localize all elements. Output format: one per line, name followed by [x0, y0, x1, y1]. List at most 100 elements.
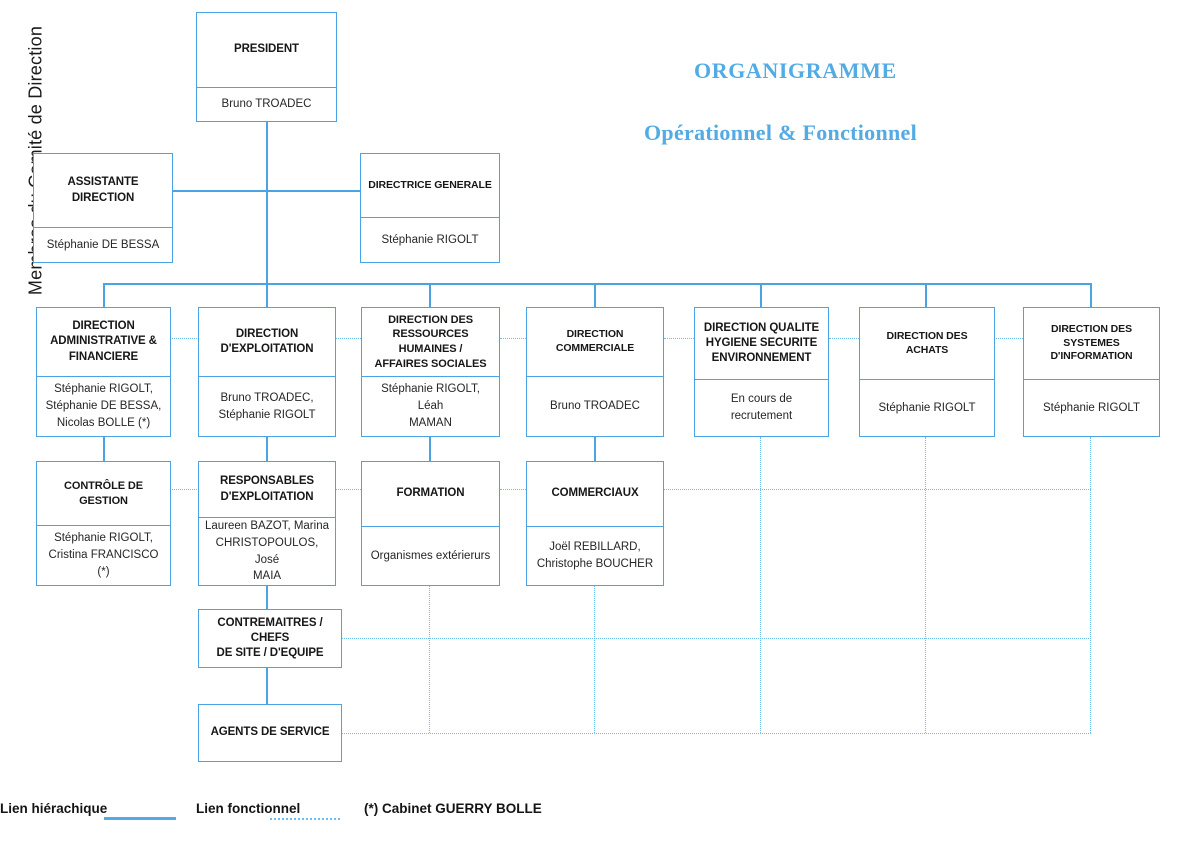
node-achats-title: DIRECTION DES ACHATS: [886, 329, 968, 356]
node-responsables-name: Laureen BAZOT, Marina CHRISTOPOULOS, Jos…: [199, 517, 335, 585]
functional-link-controle-responsables: [170, 489, 199, 490]
connector-drop-achats: [925, 283, 927, 307]
node-assistante-title-line1: ASSISTANTE: [67, 176, 139, 189]
node-exploitation-name-line2: Stéphanie RIGOLT: [218, 408, 316, 421]
node-agents-title: AGENTS DE SERVICE: [210, 726, 330, 739]
connector-exploitation-responsables: [266, 437, 268, 461]
legend-swatch-solid-line: [104, 817, 176, 820]
connector-drop-commerciale: [594, 283, 596, 307]
node-responsables-name-line3: MAIA: [252, 570, 282, 583]
node-exploitation-title: DIRECTION D'EXPLOITATION: [199, 308, 335, 376]
node-formation-title: FORMATION: [396, 487, 465, 500]
functional-link-commerciaux-grid: [664, 489, 1091, 490]
connector-contremaitres-agents: [266, 668, 268, 704]
node-controle-gestion-name: Stéphanie RIGOLT, Cristina FRANCISCO (*): [37, 525, 170, 585]
node-direction-ressources-humaines[interactable]: DIRECTION DES RESSOURCES HUMAINES / AFFA…: [361, 307, 500, 437]
functional-link-agents-grid: [342, 733, 1091, 734]
functional-link-achats-dsi: [994, 338, 1023, 339]
node-direction-achats[interactable]: DIRECTION DES ACHATS Stéphanie RIGOLT: [859, 307, 995, 437]
functional-vline-qhse: [760, 437, 761, 733]
node-contremaitres-title-line2: DE SITE / D'EQUIPE: [216, 647, 324, 660]
node-agents-de-service[interactable]: AGENTS DE SERVICE: [198, 704, 342, 762]
node-directrice-generale-title: DIRECTRICE GENERALE: [368, 178, 492, 191]
node-commerciaux-name-line1: Joël REBILLARD,: [549, 541, 641, 554]
node-direction-qhse[interactable]: DIRECTION QUALITE HYGIENE SECURITE ENVIR…: [694, 307, 829, 437]
connector-drop-daf: [103, 283, 105, 307]
node-qhse-title: DIRECTION QUALITE HYGIENE SECURITE ENVIR…: [695, 308, 828, 379]
functional-link-daf-exploitation: [170, 338, 199, 339]
node-qhse-name: En cours de recrutement: [695, 379, 828, 436]
node-dsi-name: Stéphanie RIGOLT: [1024, 379, 1159, 436]
connector-president-stem: [266, 122, 268, 284]
node-daf-name-line2: Stéphanie DE BESSA,: [45, 400, 162, 413]
node-daf-title-line2: ADMINISTRATIVE &: [50, 335, 157, 348]
node-controle-gestion-name-line1: Stéphanie RIGOLT,: [54, 532, 153, 545]
connector-drop-exploitation: [266, 283, 268, 307]
functional-vline-dsi: [1090, 437, 1091, 733]
functional-link-exploitation-drh: [336, 338, 361, 339]
node-president-name: Bruno TROADEC: [197, 87, 336, 121]
legend-label-hierarchique: Lien hiérachique: [0, 801, 108, 816]
node-president-title: PRESIDENT: [234, 43, 299, 56]
node-assistante-title-line2: DIRECTION: [71, 191, 135, 204]
node-responsables-name-line1: Laureen BAZOT, Marina: [204, 520, 329, 533]
node-drh-title: DIRECTION DES RESSOURCES HUMAINES / AFFA…: [362, 308, 499, 376]
node-directrice-generale-name: Stéphanie RIGOLT: [361, 217, 499, 262]
functional-vline-commerciaux: [594, 586, 595, 733]
node-drh-title-line3: AFFAIRES SOCIALES: [374, 357, 487, 370]
node-qhse-title-line3: ENVIRONNEMENT: [711, 352, 812, 365]
node-achats-name: Stéphanie RIGOLT: [860, 379, 994, 436]
connector-drop-drh: [429, 283, 431, 307]
functional-vline-achats: [925, 437, 926, 733]
node-exploitation-name-line1: Bruno TROADEC,: [220, 391, 314, 404]
node-formation-name: Organismes extérierurs: [362, 526, 499, 585]
node-commerciaux[interactable]: COMMERCIAUX Joël REBILLARD, Christophe B…: [526, 461, 664, 586]
functional-link-responsables-formation: [336, 489, 361, 490]
node-controle-gestion-name-line2: Cristina FRANCISCO (*): [48, 549, 159, 578]
node-drh-name-line1: Stéphanie RIGOLT, Léah: [381, 383, 480, 413]
page-subtitle: Opérationnel & Fonctionnel: [644, 120, 918, 145]
node-daf-title-line1: DIRECTION: [72, 320, 135, 333]
node-exploitation-title-line1: DIRECTION: [235, 327, 299, 340]
node-drh-title-line1: DIRECTION DES: [388, 313, 473, 326]
node-direction-exploitation[interactable]: DIRECTION D'EXPLOITATION Bruno TROADEC, …: [198, 307, 336, 437]
node-direction-administrative-financiere[interactable]: DIRECTION ADMINISTRATIVE & FINANCIERE St…: [36, 307, 171, 437]
node-formation[interactable]: FORMATION Organismes extérierurs: [361, 461, 500, 586]
node-commerciaux-title: COMMERCIAUX: [551, 487, 639, 500]
node-exploitation-title-line2: D'EXPLOITATION: [220, 343, 314, 355]
node-drh-name: Stéphanie RIGOLT, Léah MAMAN: [362, 376, 499, 436]
node-drh-title-line2: RESSOURCES HUMAINES /: [392, 328, 469, 355]
node-daf-name-line3: Nicolas BOLLE (*): [56, 416, 151, 429]
node-responsables-title: RESPONSABLES D'EXPLOITATION: [199, 462, 335, 517]
connector-main-bus: [103, 283, 1091, 285]
page-title: ORGANIGRAMME: [694, 58, 897, 83]
connector-responsables-contremaitres: [266, 586, 268, 609]
node-direction-commerciale[interactable]: DIRECTION COMMERCIALE Bruno TROADEC: [526, 307, 664, 437]
functional-link-formation-commerciaux: [500, 489, 526, 490]
node-dsi-title-line1: DIRECTION DES SYSTEMES: [1051, 322, 1132, 349]
node-commerciaux-name: Joël REBILLARD, Christophe BOUCHER: [527, 526, 663, 585]
node-directrice-generale[interactable]: DIRECTRICE GENERALE Stéphanie RIGOLT: [360, 153, 500, 263]
connector-daf-controle: [103, 437, 105, 461]
node-contremaitres-title: CONTREMAITRES / CHEFS DE SITE / D'EQUIPE: [199, 610, 341, 667]
node-daf-title-line3: FINANCIERE: [68, 350, 139, 363]
node-qhse-title-line1: DIRECTION QUALITE: [703, 321, 820, 334]
connector-assistante-directrice: [172, 190, 366, 192]
node-assistante-direction[interactable]: ASSISTANTE DIRECTION Stéphanie DE BESSA: [33, 153, 173, 263]
node-exploitation-name: Bruno TROADEC, Stéphanie RIGOLT: [199, 376, 335, 436]
node-contremaitres-chefs-site-equipe[interactable]: CONTREMAITRES / CHEFS DE SITE / D'EQUIPE: [198, 609, 342, 668]
legend-label-fonctionnel: Lien fonctionnel: [196, 801, 301, 816]
node-controle-gestion-title: CONTRÔLE DE GESTION: [64, 479, 143, 507]
node-controle-de-gestion[interactable]: CONTRÔLE DE GESTION Stéphanie RIGOLT, Cr…: [36, 461, 171, 586]
node-direction-systemes-information[interactable]: DIRECTION DES SYSTEMES D'INFORMATION Sté…: [1023, 307, 1160, 437]
functional-link-qhse-achats: [829, 338, 859, 339]
node-responsables-exploitation[interactable]: RESPONSABLES D'EXPLOITATION Laureen BAZO…: [198, 461, 336, 586]
node-president[interactable]: PRESIDENT Bruno TROADEC: [196, 12, 337, 122]
connector-drop-qhse: [760, 283, 762, 307]
node-commerciaux-name-line2: Christophe BOUCHER: [536, 558, 654, 570]
node-responsables-name-line2: CHRISTOPOULOS, José: [215, 536, 319, 566]
node-commerciale-title: DIRECTION COMMERCIALE: [555, 328, 635, 354]
functional-link-commerciale-qhse: [664, 338, 694, 339]
node-daf-title: DIRECTION ADMINISTRATIVE & FINANCIERE: [37, 308, 170, 376]
